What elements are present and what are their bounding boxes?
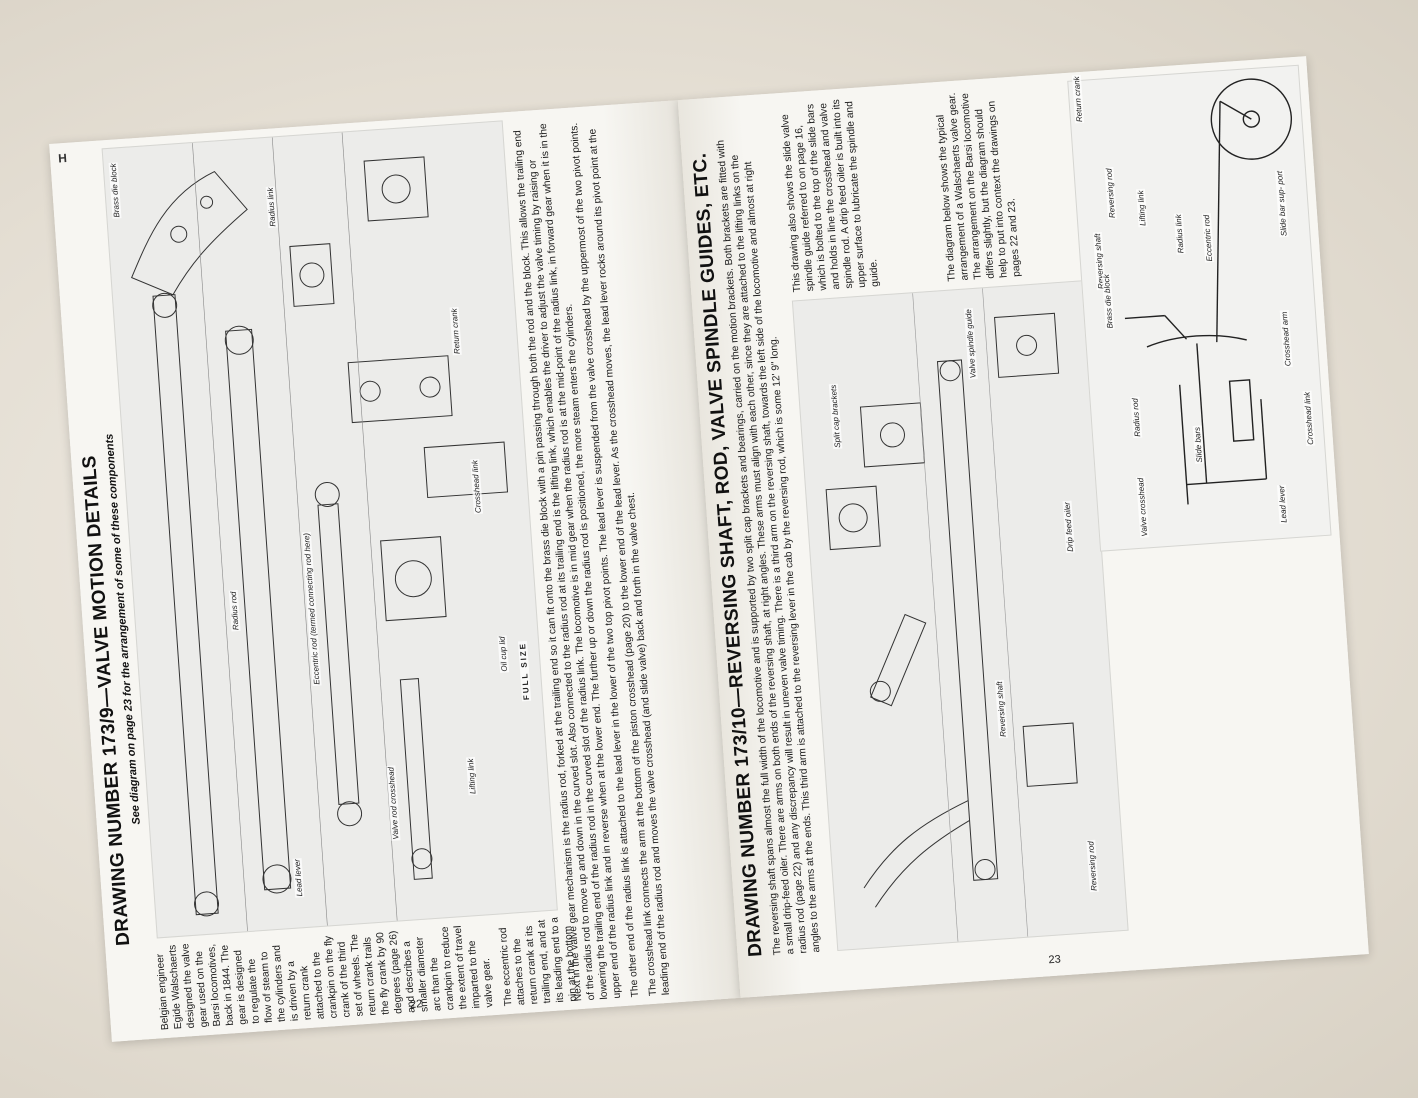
- reversing-shaft-drawing: Split cap brackets Valve spindle guide R…: [791, 280, 1129, 952]
- right-page-content: DRAWING NUMBER 173/10—REVERSING SHAFT, R…: [678, 56, 1369, 998]
- booklet-spread: H DRAWING NUMBER 173/9—VALVE MOTION DETA…: [49, 56, 1369, 1042]
- reversing-shaft-drawing-svg: [825, 288, 1078, 942]
- diagram-intro-note: The diagram below shows the typical arra…: [935, 92, 1023, 282]
- page-number-right: 23: [1048, 953, 1062, 967]
- walschaerts-diagram-svg: [1124, 78, 1293, 505]
- page-22: H DRAWING NUMBER 173/9—VALVE MOTION DETA…: [49, 100, 742, 1042]
- valve-motion-drawing: Brass die block Radius link Radius rod E…: [101, 120, 558, 939]
- valve-motion-drawing-svg: [131, 132, 509, 932]
- walschaerts-diagram: Return crank Reversing rod Lifting link …: [1067, 64, 1332, 552]
- intro-paragraph-1: Belgian engineer Egide Walschaerts desig…: [154, 925, 496, 1031]
- spindle-guide-note: This drawing also shows the slide valve …: [779, 98, 882, 293]
- page-number-left: 22: [409, 998, 423, 1011]
- intro-paragraph-2: The eccentric rod attaches to the return…: [497, 916, 579, 1007]
- left-page-content: DRAWING NUMBER 173/9—VALVE MOTION DETAIL…: [49, 100, 740, 1042]
- page-23: DRAWING NUMBER 173/10—REVERSING SHAFT, R…: [677, 56, 1369, 998]
